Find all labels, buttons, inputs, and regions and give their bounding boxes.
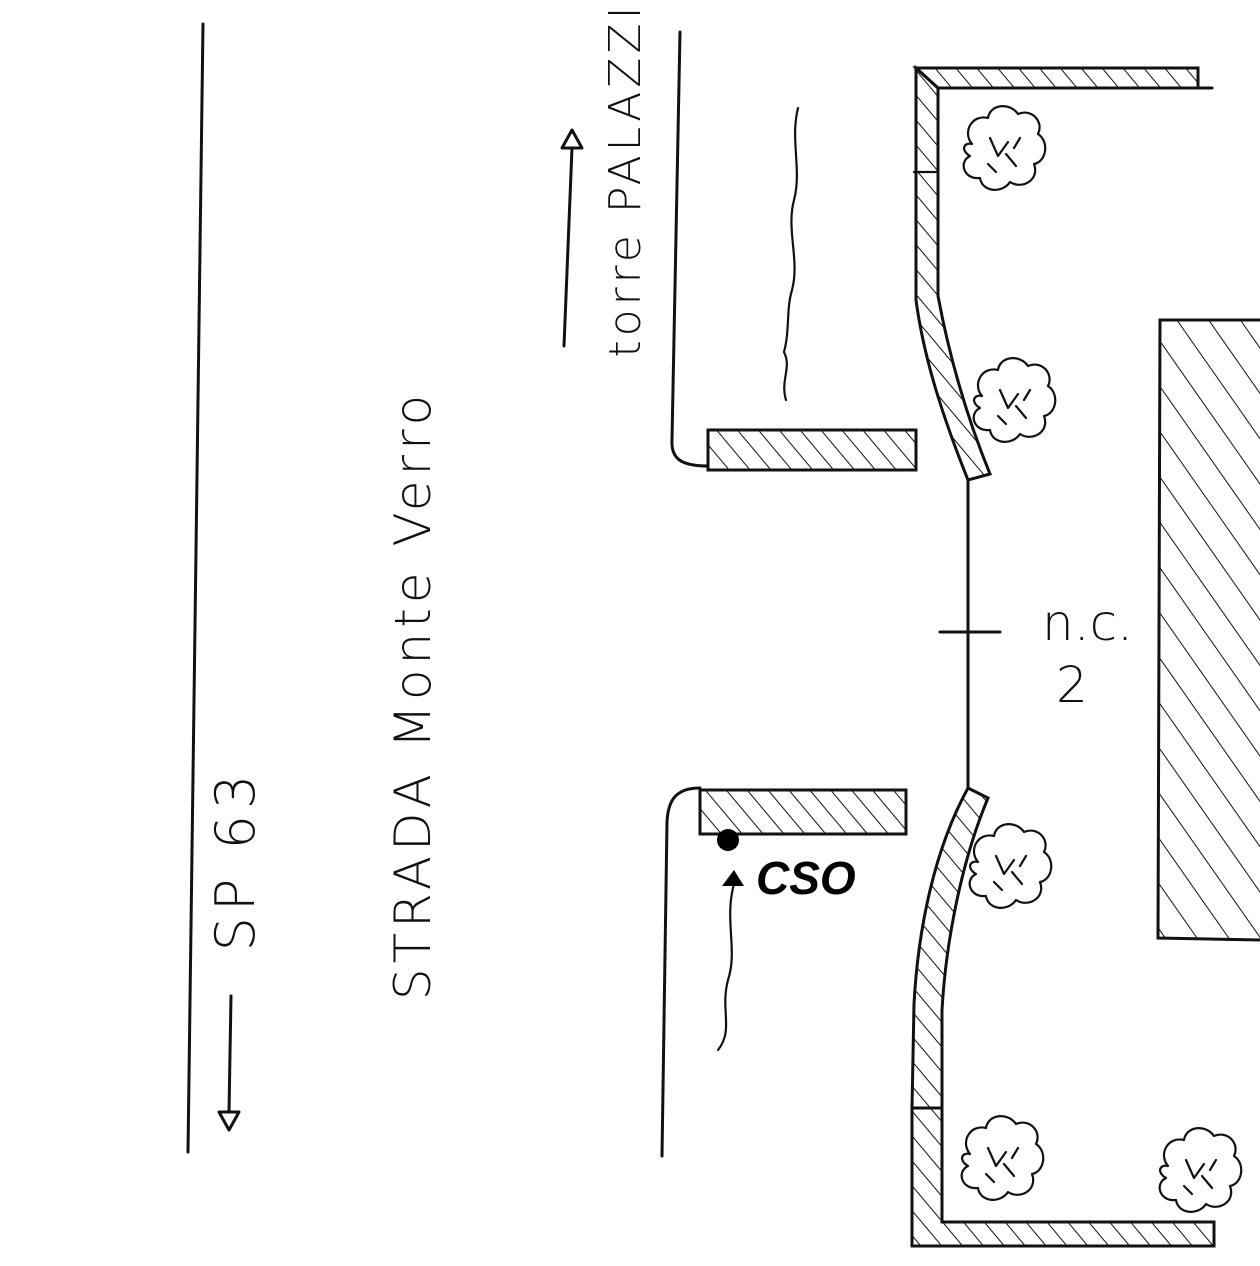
strada-edge-top	[670, 30, 710, 468]
cso-arrow-icon	[716, 870, 744, 1052]
wall-bottom	[698, 788, 908, 836]
wall-top	[706, 428, 918, 472]
strada-label: STRADA Monte Verro	[384, 390, 442, 1000]
ditch-line	[782, 106, 800, 402]
torre-palazzi-label: torre PALAZZI	[600, 2, 651, 357]
boundary-bottom	[910, 1106, 1216, 1248]
tree-icon	[968, 823, 1053, 909]
boundary-left-lower	[910, 786, 990, 1110]
tree-icon	[1158, 1127, 1243, 1213]
house-number-label: n.c.	[1042, 594, 1133, 652]
sp63-arrow-icon	[217, 994, 241, 1132]
house-number-value: 2	[1056, 656, 1088, 714]
sp63-label: SP 63	[204, 769, 267, 952]
torre-palazzi-arrow-icon	[560, 128, 584, 348]
boundary-top	[912, 66, 1200, 90]
tree-icon	[962, 105, 1047, 191]
cso-label: CSO	[756, 852, 856, 904]
strada-edge-bottom	[660, 786, 702, 1158]
building	[1156, 318, 1260, 942]
tree-icon	[960, 1115, 1045, 1201]
tree-icon	[972, 357, 1057, 443]
sp63-road-edge	[186, 22, 205, 1154]
cso-point-icon	[717, 829, 739, 851]
boundary-left-upper	[914, 64, 993, 482]
